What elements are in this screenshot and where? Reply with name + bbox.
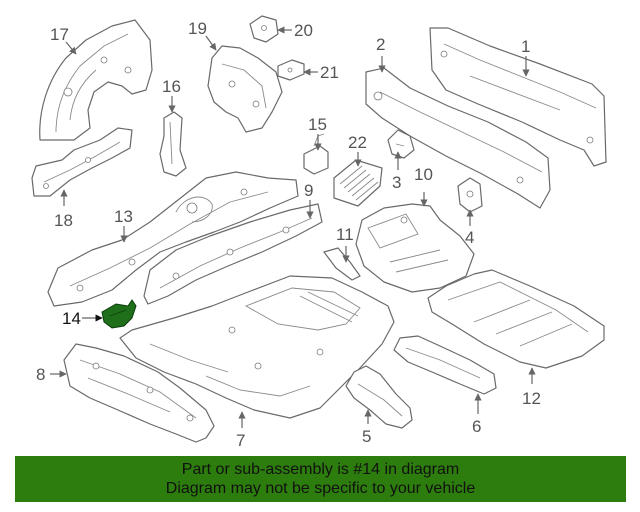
callout-8: 8 (36, 365, 45, 384)
part-16-brace (159, 111, 187, 177)
part-17-wheelhouse (39, 19, 153, 141)
part-4-bracket (457, 177, 483, 213)
banner-line-2: Diagram may not be specific to your vehi… (165, 480, 476, 497)
callout-13: 13 (114, 207, 133, 226)
callout-19: 19 (188, 19, 207, 38)
part-21-bracket (277, 59, 305, 81)
callout-17: 17 (50, 25, 69, 44)
callout-6: 6 (472, 417, 481, 436)
callout-21: 21 (320, 63, 339, 82)
callout-22: 22 (348, 133, 367, 152)
info-banner: Part or sub-assembly is #14 in diagram D… (15, 456, 626, 502)
callout-11: 11 (336, 225, 354, 244)
callout-10: 10 (414, 165, 433, 184)
part-14-highlighted (101, 299, 137, 329)
callout-9: 9 (304, 181, 313, 200)
part-9-side-member (143, 203, 323, 305)
callout-7: 7 (236, 431, 245, 450)
part-1-rear-panel (429, 27, 607, 167)
callout-labels: 1 2 3 4 5 6 7 8 9 10 11 12 13 14 15 16 1… (36, 19, 541, 450)
part-2-cross-member (365, 67, 551, 209)
callout-12: 12 (522, 389, 541, 408)
leader-lines (50, 26, 536, 428)
part-3-bracket (387, 129, 415, 159)
part-5-bracket (345, 365, 413, 429)
callout-5: 5 (362, 427, 371, 446)
callout-1: 1 (521, 37, 530, 56)
part-22-vent (333, 159, 383, 207)
part-10-spare-pan (355, 203, 475, 293)
part-19-reinforcement (207, 45, 283, 133)
part-11-brace (323, 247, 361, 281)
part-13-side-member (47, 171, 299, 307)
callout-20: 20 (294, 21, 313, 40)
part-6-rail (393, 335, 497, 395)
part-20-bracket (249, 15, 279, 43)
part-12-floor-pan (427, 269, 605, 369)
callout-18: 18 (54, 211, 73, 230)
callout-2: 2 (376, 35, 385, 54)
callout-4: 4 (465, 228, 474, 247)
callout-3: 3 (392, 173, 401, 192)
callout-15: 15 (308, 115, 327, 134)
banner-line-1: Part or sub-assembly is #14 in diagram (181, 461, 460, 478)
parts-diagram: 1 2 3 4 5 6 7 8 9 10 11 12 13 14 15 16 1… (31, 15, 607, 450)
part-7-floor-panel (119, 275, 395, 419)
part-8-reinforcement (63, 343, 215, 443)
part-15-clip (303, 133, 329, 175)
part-18-extension (31, 127, 133, 197)
callout-16: 16 (162, 77, 181, 96)
callout-14: 14 (62, 309, 81, 328)
